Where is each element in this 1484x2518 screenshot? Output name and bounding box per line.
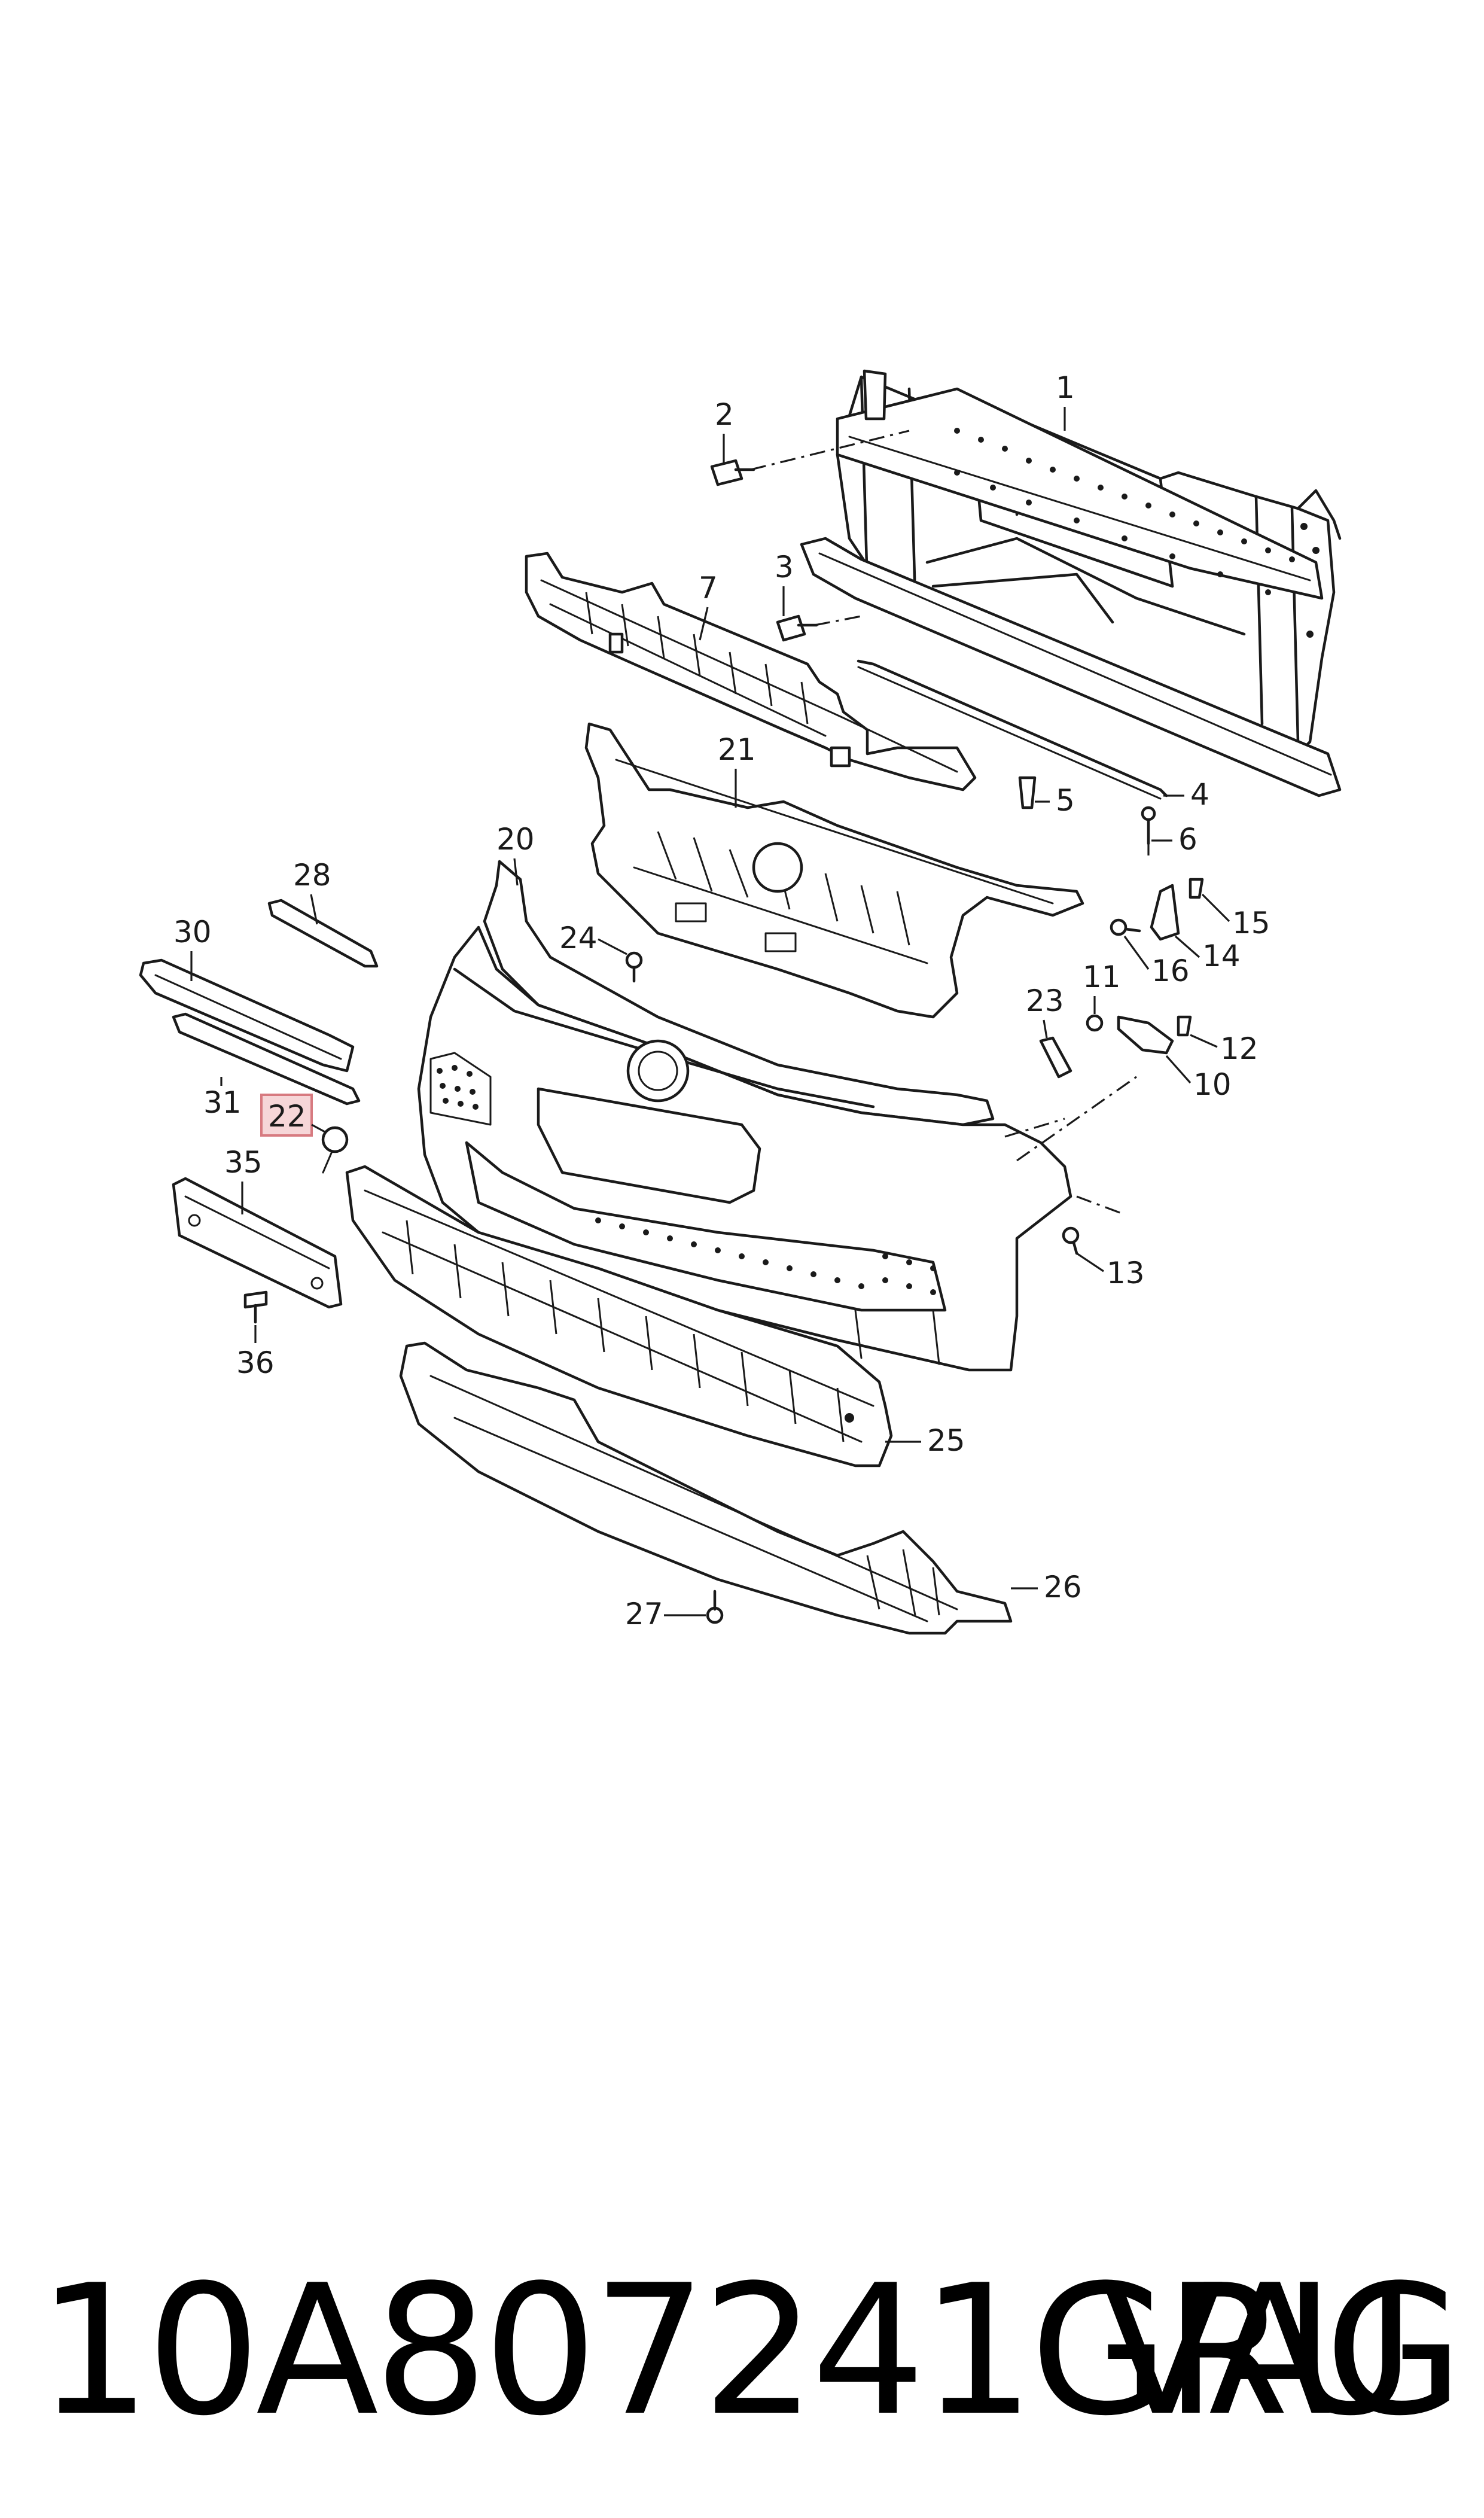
callout-3: 3 bbox=[775, 550, 794, 616]
svg-text:7: 7 bbox=[699, 571, 718, 605]
svg-text:30: 30 bbox=[173, 915, 212, 949]
fastener-15-clip bbox=[1189, 878, 1204, 899]
callout-35: 35 bbox=[224, 1145, 263, 1214]
svg-text:5: 5 bbox=[1056, 783, 1075, 818]
callout-2: 2 bbox=[715, 397, 734, 464]
fastener-27-screw bbox=[706, 1590, 724, 1624]
callout-30: 30 bbox=[173, 915, 212, 981]
callout-15: 15 bbox=[1201, 893, 1270, 940]
svg-text:1: 1 bbox=[1056, 370, 1075, 405]
bracket-10 bbox=[1117, 1015, 1174, 1055]
svg-text:13: 13 bbox=[1107, 1256, 1145, 1290]
svg-text:22: 22 bbox=[268, 1099, 306, 1134]
svg-text:12: 12 bbox=[1220, 1031, 1258, 1066]
part-25-lower-grille bbox=[345, 1165, 893, 1467]
part-7-upper-bracket bbox=[525, 552, 977, 791]
fastener-3-bolt bbox=[776, 614, 818, 642]
svg-text:14: 14 bbox=[1202, 939, 1241, 973]
svg-text:36: 36 bbox=[236, 1345, 275, 1380]
svg-text:35: 35 bbox=[224, 1145, 263, 1180]
svg-text:28: 28 bbox=[293, 858, 331, 893]
part-35-plate-bracket bbox=[172, 1177, 343, 1309]
svg-text:27: 27 bbox=[625, 1597, 663, 1631]
callout-22: 22 bbox=[260, 1094, 327, 1137]
svg-text:15: 15 bbox=[1232, 906, 1270, 940]
callout-13: 13 bbox=[1076, 1252, 1145, 1290]
fastener-12-clip bbox=[1177, 1015, 1192, 1037]
svg-text:11: 11 bbox=[1083, 960, 1121, 994]
part-28-trim-strip bbox=[267, 899, 379, 968]
callout-20: 20 bbox=[496, 822, 535, 886]
fastener-11-washer bbox=[1086, 1014, 1104, 1032]
fastener-6-screw bbox=[1141, 806, 1156, 845]
svg-text:6: 6 bbox=[1178, 822, 1197, 857]
part-31-trim-strip bbox=[172, 1012, 361, 1106]
callout-28: 28 bbox=[293, 858, 331, 925]
callout-4: 4 bbox=[1163, 777, 1209, 812]
svg-text:10: 10 bbox=[1193, 1067, 1232, 1102]
callout-12: 12 bbox=[1190, 1031, 1258, 1066]
callout-36: 36 bbox=[236, 1325, 275, 1380]
svg-text:24: 24 bbox=[559, 921, 598, 955]
svg-text:23: 23 bbox=[1026, 984, 1064, 1018]
part-21-grille-carrier bbox=[584, 722, 1084, 1019]
callout-6: 6 bbox=[1151, 822, 1197, 857]
fastener-2-bolt bbox=[710, 459, 755, 486]
callout-1: 1 bbox=[1056, 370, 1075, 431]
part-4-seal-strip bbox=[857, 659, 1168, 800]
bracket-23 bbox=[1039, 1036, 1072, 1079]
callout-5: 5 bbox=[1035, 783, 1075, 818]
part-26-lower-spoiler bbox=[399, 1341, 1013, 1635]
part-1-front-carrier bbox=[800, 369, 1342, 797]
callout-21: 21 bbox=[718, 732, 756, 808]
svg-text:2: 2 bbox=[715, 397, 734, 432]
brand-label: VAG bbox=[1101, 2246, 1464, 2455]
svg-text:20: 20 bbox=[496, 822, 535, 857]
part-20-bumper-cover bbox=[417, 860, 1072, 1372]
callout-11: 11 bbox=[1083, 960, 1121, 1014]
svg-text:25: 25 bbox=[927, 1423, 965, 1458]
callout-26: 26 bbox=[1011, 1570, 1082, 1604]
fastener-16-screw bbox=[1110, 918, 1141, 936]
svg-text:3: 3 bbox=[775, 550, 794, 584]
fastener-24-screw bbox=[625, 951, 643, 983]
svg-text:16: 16 bbox=[1151, 954, 1190, 988]
bracket-14 bbox=[1150, 884, 1180, 941]
fastener-13-screw bbox=[1062, 1226, 1080, 1255]
part-30-trim-strip bbox=[139, 958, 355, 1073]
callout-14: 14 bbox=[1174, 935, 1241, 973]
part-22-cap bbox=[321, 1126, 349, 1174]
svg-text:4: 4 bbox=[1190, 777, 1209, 812]
callout-24: 24 bbox=[559, 921, 627, 955]
fastener-36-rivet bbox=[243, 1290, 268, 1324]
svg-text:21: 21 bbox=[718, 732, 756, 767]
svg-text:26: 26 bbox=[1044, 1570, 1082, 1604]
callout-10: 10 bbox=[1165, 1055, 1232, 1102]
callout-7: 7 bbox=[699, 571, 718, 641]
fastener-5-clip bbox=[1018, 776, 1037, 809]
part-number-label: 10A807241GRU bbox=[37, 2246, 1416, 2455]
callout-27: 27 bbox=[625, 1597, 706, 1631]
svg-text:31: 31 bbox=[203, 1085, 242, 1120]
callout-25: 25 bbox=[885, 1423, 965, 1458]
callout-23: 23 bbox=[1026, 984, 1064, 1039]
callout-31: 31 bbox=[203, 1077, 242, 1120]
callout-16: 16 bbox=[1123, 936, 1190, 988]
